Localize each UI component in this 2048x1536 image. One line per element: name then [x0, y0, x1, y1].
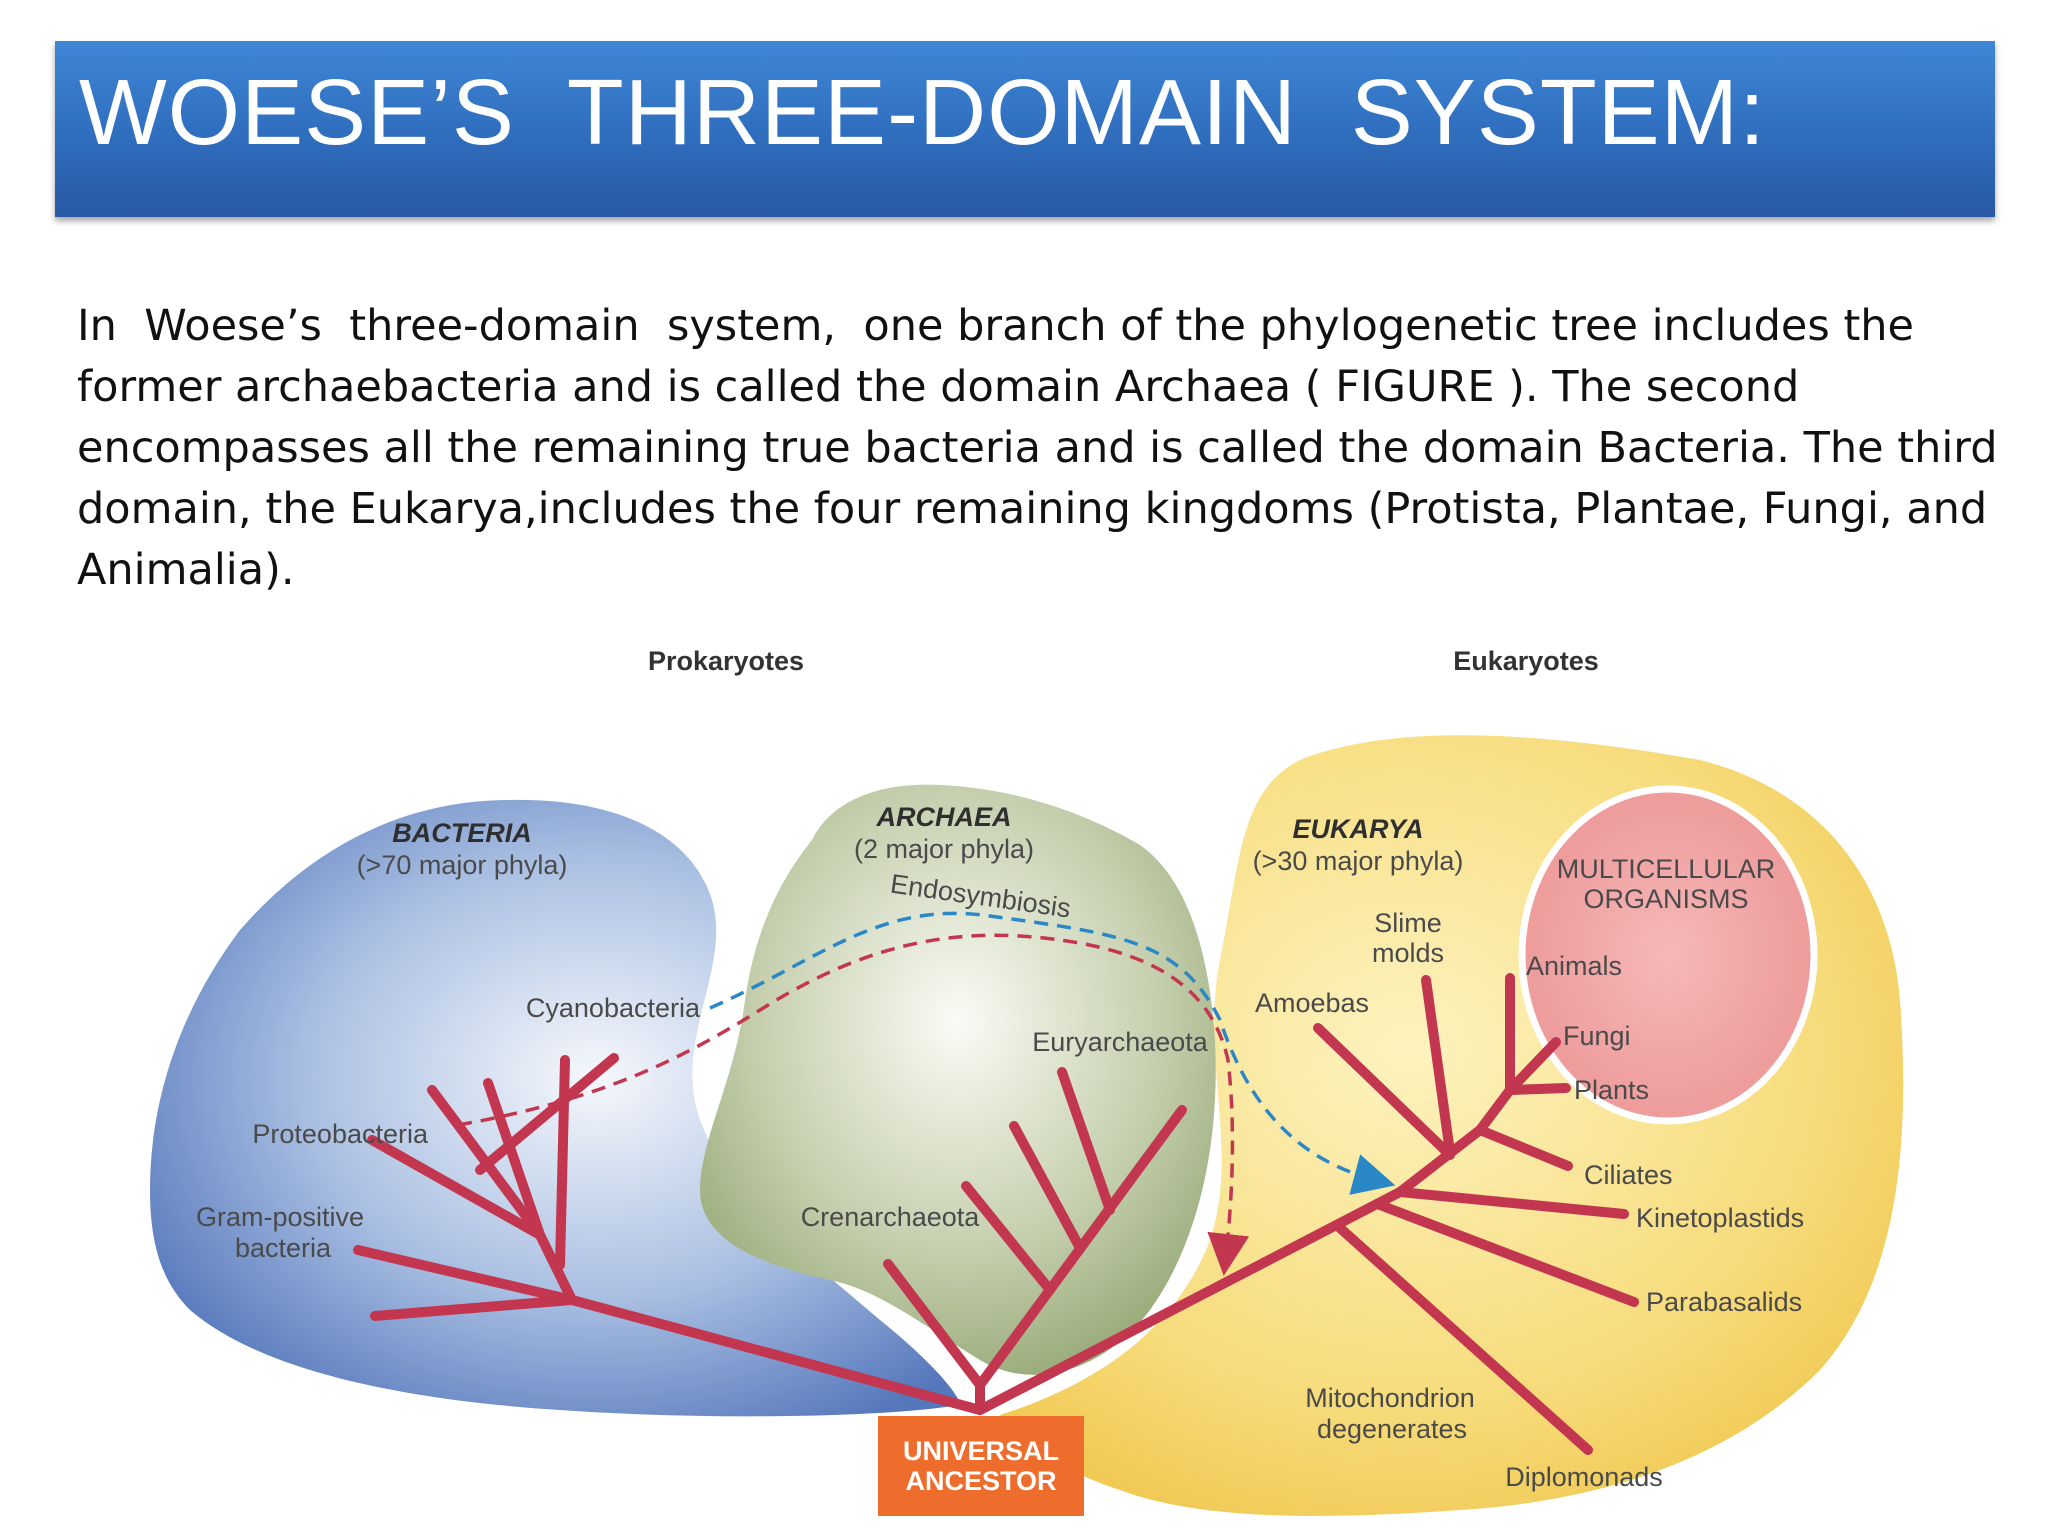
archaea-domain-label: ARCHAEA	[876, 802, 1012, 832]
universal-ancestor-label-line: UNIVERSAL	[903, 1436, 1059, 1466]
paragraph-line: former archaebacteria and is called the …	[77, 362, 1800, 412]
slide-title: WOESE’S THREE-DOMAIN SYSTEM:	[79, 60, 1766, 164]
fungi-label: Fungi	[1563, 1021, 1631, 1051]
paragraph-line: domain, the Eukarya,includes the four re…	[77, 484, 1988, 534]
gram-positive-label-line: bacteria	[235, 1233, 332, 1263]
title-bar: WOESE’S THREE-DOMAIN SYSTEM:	[55, 41, 1995, 217]
body-paragraph: In Woese’s three-domain system, one bran…	[77, 296, 1998, 601]
eukarya-domain-label: EUKARYA	[1292, 814, 1423, 844]
proteobacteria-label: Proteobacteria	[252, 1119, 429, 1149]
diplomonads-label: Diplomonads	[1505, 1462, 1663, 1492]
cyanobacteria-label: Cyanobacteria	[526, 993, 701, 1023]
kinetoplastids-label: Kinetoplastids	[1636, 1203, 1804, 1233]
paragraph-line: encompasses all the remaining true bacte…	[77, 423, 1998, 473]
tree-branches	[353, 973, 1639, 1455]
eukaryotes-header: Eukaryotes	[1453, 646, 1599, 676]
multicellular-region	[1518, 785, 1818, 1125]
chloroplast-endosymbiosis-arrow	[457, 933, 1250, 1276]
slime-molds-label-line: molds	[1372, 938, 1444, 968]
euryarchaeota-label: Euryarchaeota	[1032, 1027, 1209, 1057]
plants-label: Plants	[1574, 1075, 1649, 1105]
animals-label: Animals	[1526, 951, 1622, 981]
bacteria-domain-label: BACTERIA	[392, 818, 532, 848]
archaea-phyla-count: (2 major phyla)	[854, 834, 1034, 864]
bacteria-phyla-count: (>70 major phyla)	[357, 850, 568, 880]
crenarchaeota-label: Crenarchaeota	[801, 1202, 981, 1232]
universal-ancestor-box: UNIVERSAL ANCESTOR	[878, 1416, 1084, 1516]
ciliates-label: Ciliates	[1584, 1160, 1673, 1190]
paragraph-line: Animalia).	[77, 545, 295, 595]
mitochondria-endosymbiosis-arrow	[709, 911, 1396, 1195]
mitochondrion-label-line: Mitochondrion	[1305, 1383, 1475, 1413]
multicellular-label-line: ORGANISMS	[1583, 884, 1748, 914]
amoebas-label: Amoebas	[1255, 988, 1369, 1018]
mitochondrion-label-line: degenerates	[1317, 1414, 1467, 1444]
universal-ancestor-label-line: ANCESTOR	[905, 1466, 1056, 1496]
parabasalids-label: Parabasalids	[1646, 1287, 1802, 1317]
prokaryotes-header: Prokaryotes	[648, 646, 804, 676]
paragraph-line: In Woese’s three-domain system, one bran…	[77, 301, 1915, 351]
eukarya-phyla-count: (>30 major phyla)	[1253, 846, 1464, 876]
multicellular-label-line: MULTICELLULAR	[1557, 854, 1776, 884]
slime-molds-label-line: Slime	[1374, 908, 1442, 938]
gram-positive-label-line: Gram-positive	[196, 1202, 364, 1232]
